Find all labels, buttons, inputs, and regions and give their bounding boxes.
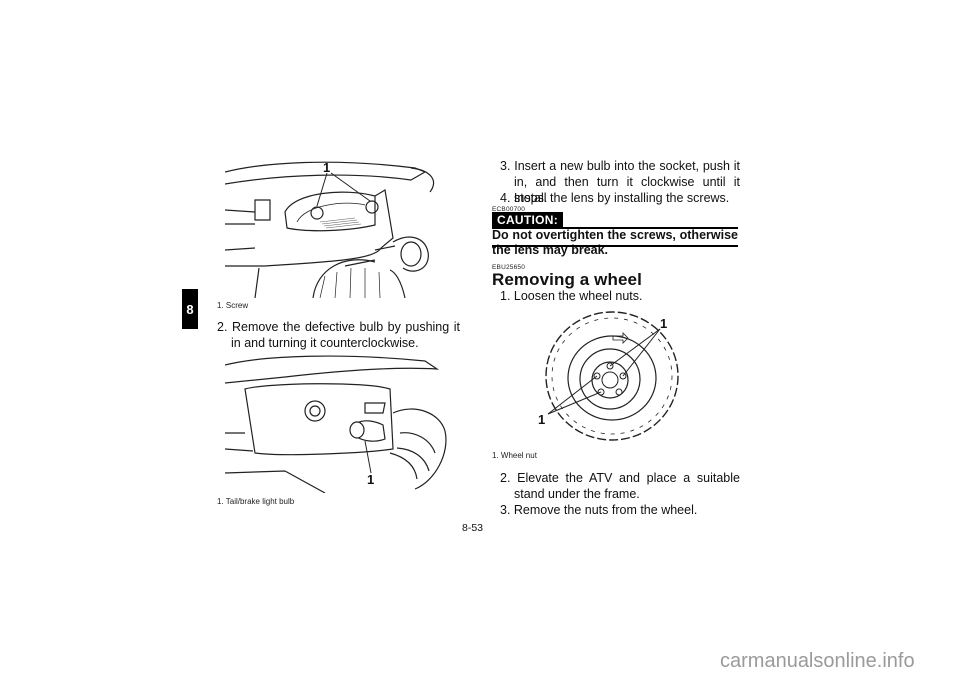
caution-rule-top	[563, 227, 738, 229]
remove-bulb-illustration	[224, 355, 447, 494]
figure2-callout: 1	[367, 472, 375, 487]
watermark: carmanualsonline.info	[720, 650, 915, 672]
right-step-2: 2. Elevate the ATV and place a suitable …	[500, 470, 740, 502]
caution-label: CAUTION:	[492, 212, 564, 229]
figure-remove-bulb: 1	[224, 353, 458, 494]
wheel-illustration	[545, 311, 679, 441]
section-title: Removing a wheel	[492, 270, 642, 289]
figure1-callout: 1	[323, 160, 331, 175]
right-step-3: 3. Insert a new bulb into the socket, pu…	[500, 158, 740, 206]
figure3-callout-top: 1	[660, 316, 668, 331]
section-code: EBU25650	[492, 264, 526, 271]
right-step-2-text: 2. Elevate the ATV and place a suitable …	[500, 471, 740, 501]
figure-tail-light-lens: 1	[224, 150, 458, 299]
right-step-4-text: 4. Install the lens by installing the sc…	[500, 191, 730, 205]
figure1-caption: 1. Screw	[217, 301, 249, 310]
left-step-2: 2. Remove the defective bulb by pushing …	[217, 319, 460, 351]
right-step-1: 1. Loosen the wheel nuts.	[500, 288, 740, 304]
chapter-tab: 8	[182, 289, 198, 329]
figure3-callout-bottom: 1	[538, 412, 546, 427]
caution-code: ECB00700	[492, 206, 526, 213]
caution-header: CAUTION:	[492, 212, 738, 229]
right-step-1-text: 1. Loosen the wheel nuts.	[500, 289, 643, 303]
left-step-2-text: 2. Remove the defective bulb by pushing …	[217, 320, 460, 350]
page-number: 8-53	[462, 522, 484, 534]
caution-rule-bottom	[492, 245, 738, 247]
right-step-3b: 3. Remove the nuts from the wheel.	[500, 502, 740, 518]
figure3-caption: 1. Wheel nut	[492, 451, 537, 460]
right-step-4: 4. Install the lens by installing the sc…	[500, 190, 740, 206]
figure-wheel: 1 1	[530, 306, 690, 446]
right-step-3b-text: 3. Remove the nuts from the wheel.	[500, 503, 698, 517]
right-step-3-text: 3. Insert a new bulb into the socket, pu…	[500, 159, 740, 205]
caution-text: Do not overtighten the screws, otherwise…	[492, 228, 738, 257]
chapter-tab-label: 8	[186, 301, 194, 317]
figure2-caption: 1. Tail/brake light bulb	[217, 497, 295, 506]
tail-light-lens-illustration	[224, 161, 435, 299]
